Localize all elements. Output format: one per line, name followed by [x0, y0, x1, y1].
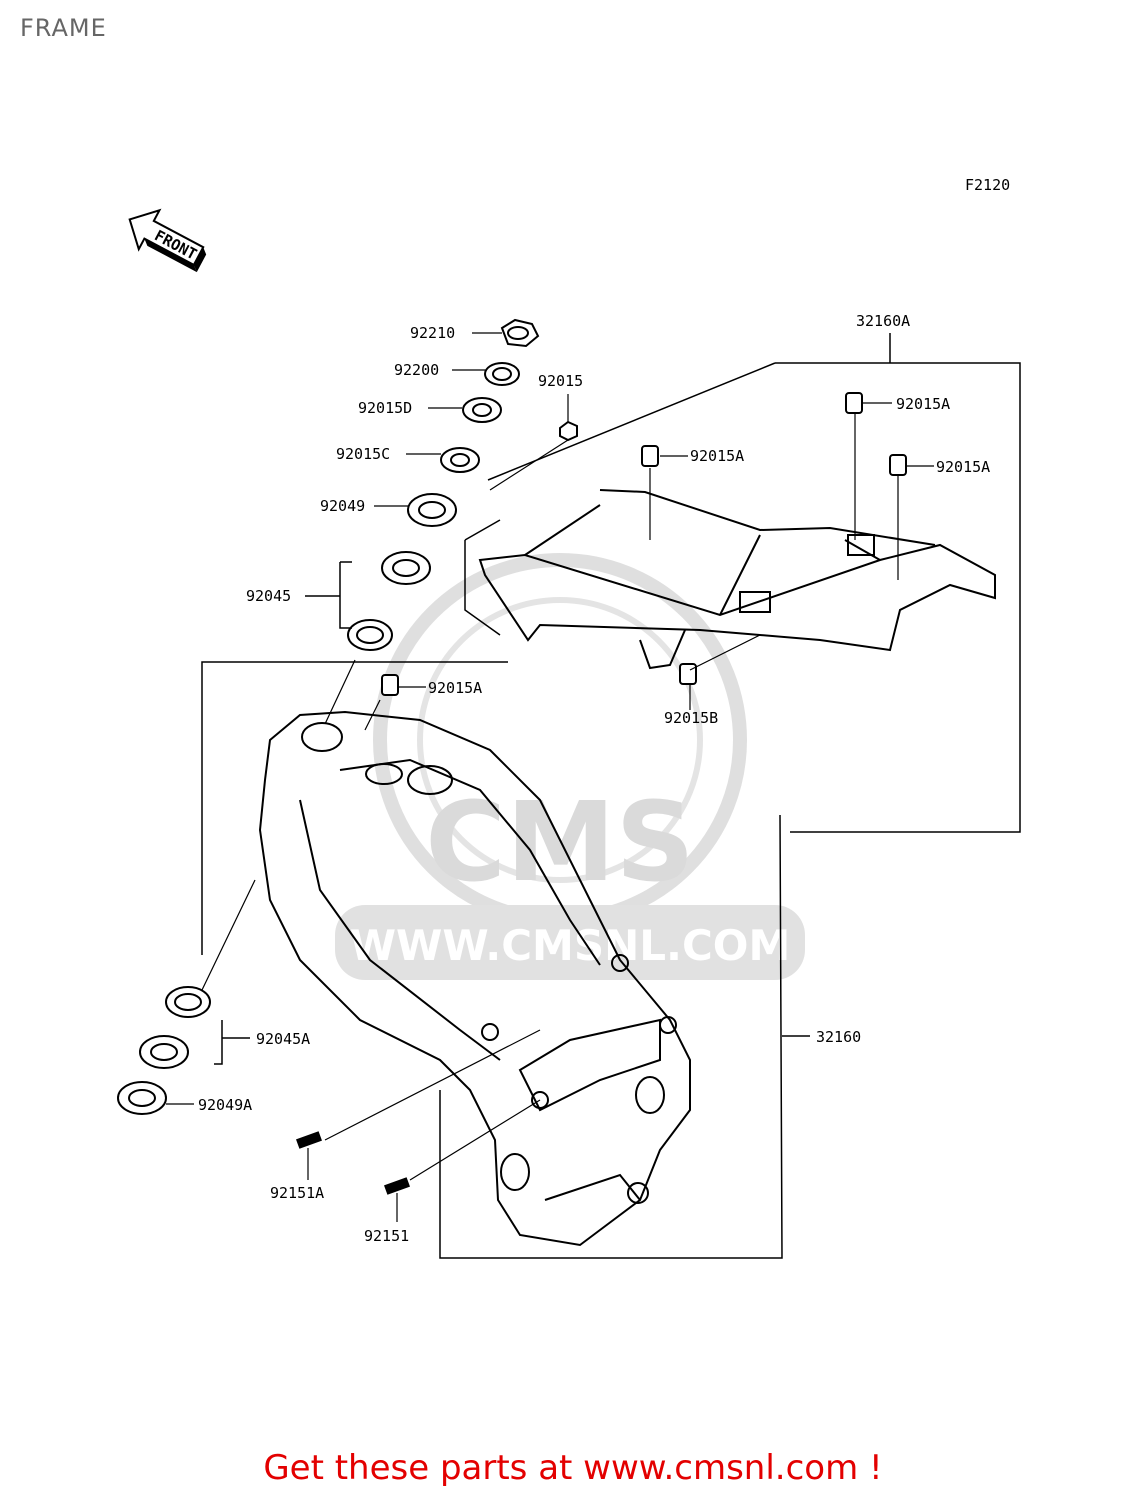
part-label: 92210: [410, 324, 455, 342]
part-labels: 92210 92200 92015D 92015C 92015 92049 92…: [198, 312, 990, 1245]
nut-92015-icon: [559, 420, 578, 442]
collar-b-icon: [679, 663, 697, 685]
front-arrow: FRONT: [128, 208, 207, 273]
figure-code: F2120: [965, 176, 1010, 194]
part-label: 92015A: [896, 395, 950, 413]
part-label: 32160A: [856, 312, 910, 330]
part-label: 92049A: [198, 1096, 252, 1114]
part-label: 92151: [364, 1227, 409, 1245]
part-label: 92049: [320, 497, 365, 515]
frame-screws: [296, 1131, 410, 1195]
part-label: 92015: [538, 372, 583, 390]
rear-subframe: [478, 489, 996, 670]
steering-stem-parts: [117, 318, 578, 1115]
collar-a4-icon: [381, 674, 399, 696]
part-label: 92015C: [336, 445, 390, 463]
part-label: 92015A: [936, 458, 990, 476]
head-pipe-icon: [301, 722, 343, 752]
part-label: 92015A: [428, 679, 482, 697]
part-label: 92045: [246, 587, 291, 605]
collar-a1-icon: [641, 445, 659, 467]
promo-footer-link[interactable]: Get these parts at www.cmsnl.com !: [263, 1448, 883, 1488]
part-label: 92151A: [270, 1184, 324, 1202]
part-label: 92015D: [358, 399, 412, 417]
part-label: 92015B: [664, 709, 718, 727]
screw-92151-icon: [384, 1177, 410, 1195]
bracket-lines: [201, 333, 1021, 1259]
watermark-url: WWW.CMSNL.COM: [350, 921, 791, 970]
page-title: FRAME: [20, 14, 107, 42]
collar-a3-icon: [889, 454, 907, 476]
part-label: 92015A: [690, 447, 744, 465]
cms-watermark: CMS WWW.CMSNL.COM: [335, 553, 805, 980]
main-frame: [258, 710, 691, 1247]
collar-a2-icon: [845, 392, 863, 414]
screw-92151a-icon: [296, 1131, 322, 1149]
part-label: 92200: [394, 361, 439, 379]
leader-lines: [166, 332, 934, 1222]
part-label: 92045A: [256, 1030, 310, 1048]
part-label: 32160: [816, 1028, 861, 1046]
